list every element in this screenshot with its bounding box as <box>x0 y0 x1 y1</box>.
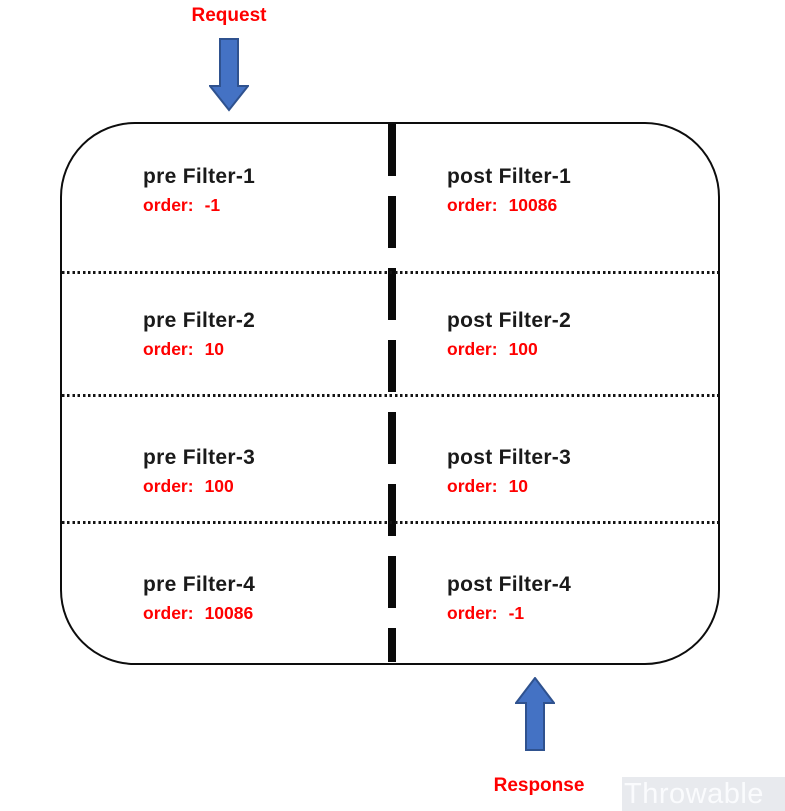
order-label: order: <box>447 339 498 359</box>
post-filter-3-cell: post Filter-3 order: 10 <box>391 395 720 522</box>
pre-filter-4-cell: pre Filter-4 order: 10086 <box>60 522 391 665</box>
filter-order: order: -1 <box>143 194 391 216</box>
response-arrow-up-icon <box>515 677 555 751</box>
row-separator-dotted-line <box>62 394 718 397</box>
post-filter-1-cell: post Filter-1 order: 10086 <box>391 122 720 272</box>
filter-row-2: pre Filter-2 order: 10 post Filter-2 orde… <box>60 272 720 395</box>
row-separator-dotted-line <box>62 521 718 524</box>
row-separator-dotted-line <box>62 271 718 274</box>
order-label: order: <box>447 195 498 215</box>
order-label: order: <box>447 603 498 623</box>
filter-row-3: pre Filter-3 order: 100 post Filter-3 ord… <box>60 395 720 522</box>
filter-name: pre Filter-4 <box>143 573 256 596</box>
order-label: order: <box>447 476 498 496</box>
filter-name: post Filter-2 <box>447 309 572 332</box>
order-value: 10086 <box>204 603 254 623</box>
post-filter-2-cell: post Filter-2 order: 100 <box>391 272 720 395</box>
pre-filter-1-cell: pre Filter-1 order: -1 <box>60 122 391 272</box>
filter-order: order: 10 <box>447 475 720 497</box>
filter-name: pre Filter-2 <box>143 309 256 332</box>
filter-order: order: -1 <box>447 602 720 624</box>
filter-row-4: pre Filter-4 order: 10086 post Filter-4 o… <box>60 522 720 665</box>
pre-filter-2-cell: pre Filter-2 order: 10 <box>60 272 391 395</box>
filter-chain-box <box>60 122 720 665</box>
throwable-watermark: Throwable <box>622 777 785 811</box>
filter-order: order: 100 <box>447 338 720 360</box>
filter-order: order: 10086 <box>143 602 391 624</box>
filter-row-1: pre Filter-1 order: -1 post Filter-1 orde… <box>60 122 720 272</box>
order-value: 10 <box>508 476 529 496</box>
post-filter-4-cell: post Filter-4 order: -1 <box>391 522 720 665</box>
order-label: order: <box>143 195 194 215</box>
order-label: order: <box>143 476 194 496</box>
order-label: order: <box>143 339 194 359</box>
filter-name: post Filter-3 <box>447 446 572 469</box>
pre-filter-3-cell: pre Filter-3 order: 100 <box>60 395 391 522</box>
filter-order: order: 10 <box>143 338 391 360</box>
order-value: 100 <box>508 339 538 359</box>
order-value: 10 <box>204 339 225 359</box>
order-value: -1 <box>204 195 221 215</box>
order-value: 100 <box>204 476 234 496</box>
request-label: Request <box>191 5 267 26</box>
filter-name: post Filter-1 <box>447 165 572 188</box>
filter-name: pre Filter-1 <box>143 165 256 188</box>
filter-name: post Filter-4 <box>447 573 572 596</box>
order-label: order: <box>143 603 194 623</box>
order-value: -1 <box>508 603 525 623</box>
filter-order: order: 100 <box>143 475 391 497</box>
request-arrow-down-icon <box>209 38 249 112</box>
response-label: Response <box>493 775 585 796</box>
filter-name: pre Filter-3 <box>143 446 256 469</box>
order-value: 10086 <box>508 195 558 215</box>
pre-post-divider-dashed-line <box>388 124 396 662</box>
filter-order: order: 10086 <box>447 194 720 216</box>
